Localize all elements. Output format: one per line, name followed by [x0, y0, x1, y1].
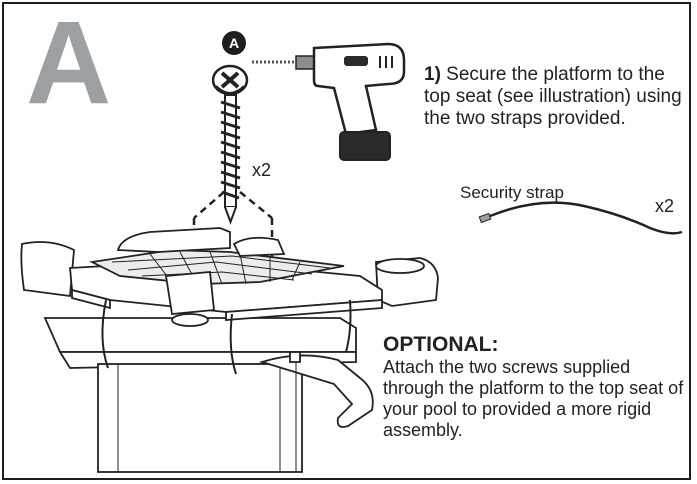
screw-icon — [211, 64, 249, 225]
security-strap-icon — [478, 201, 683, 235]
drill-icon — [252, 42, 406, 161]
instruction-panel-frame — [2, 2, 691, 480]
security-strap-label: Security strap — [460, 183, 564, 202]
optional-heading: OPTIONAL: — [383, 333, 499, 356]
step-1-text: Secure the platform to the top seat (see… — [424, 64, 682, 129]
callout-a-badge: A — [222, 31, 246, 55]
step-1-instruction: 1) Secure the platform to the top seat (… — [424, 64, 692, 130]
step-letter: A — [26, 0, 111, 129]
platform-illustration — [20, 227, 439, 473]
strap-quantity: x2 — [655, 196, 675, 216]
step-number: 1) — [424, 64, 441, 85]
screw-quantity: x2 — [252, 160, 272, 180]
optional-instruction: Attach the two screws supplied through t… — [383, 357, 684, 440]
